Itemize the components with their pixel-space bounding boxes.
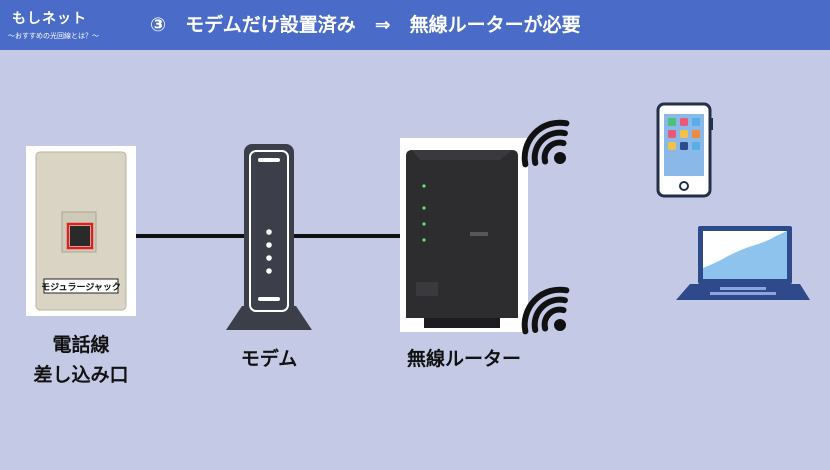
wifi-signal-icon-upper	[521, 119, 570, 168]
laptop-icon	[676, 226, 810, 300]
wall-jack-image: モジュラージャック	[26, 146, 136, 316]
wall-jack-label: 電話線 差し込み口	[16, 330, 146, 390]
modem-icon	[226, 144, 312, 330]
modular-jack-port	[70, 226, 90, 246]
site-logo[interactable]: もしネット	[12, 11, 87, 27]
wall-jack-label-line2: 差し込み口	[33, 364, 129, 386]
slide-title: ③ モデムだけ設置済み ⇒ 無線ルーターが必要	[150, 14, 581, 36]
smartphone-icon	[656, 102, 713, 198]
wifi-signal-icon-lower	[521, 286, 570, 335]
wireless-router-image	[400, 138, 528, 332]
site-logo-tagline: 〜おすすめの光回線とは？〜	[8, 32, 99, 40]
wall-jack-label-line1: 電話線	[52, 334, 110, 356]
jack-highlight-box	[66, 222, 94, 250]
jack-plate-label: モジュラージャック	[41, 282, 121, 293]
modem-label: モデム	[240, 348, 298, 370]
router-label: 無線ルーター	[406, 348, 521, 370]
header-bar: もしネット 〜おすすめの光回線とは？〜 ③ モデムだけ設置済み ⇒ 無線ルーター…	[0, 0, 830, 50]
